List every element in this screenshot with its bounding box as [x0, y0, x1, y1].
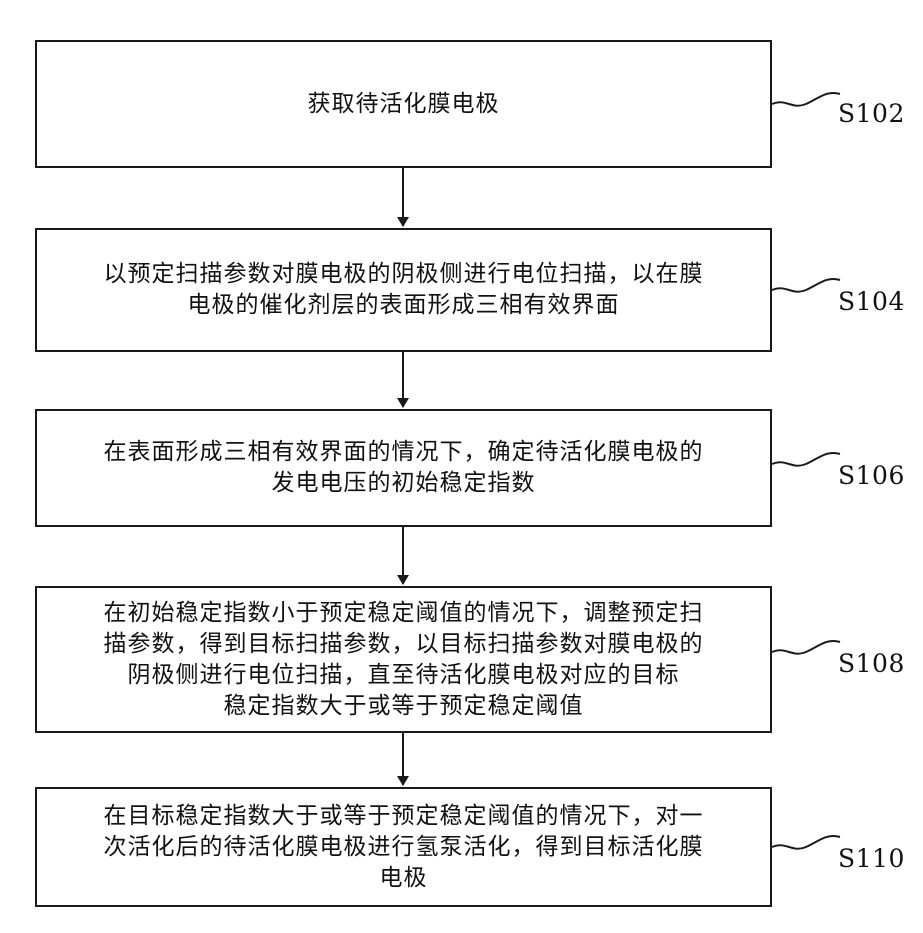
leader-s110 — [772, 836, 840, 849]
leader-s108 — [772, 641, 840, 654]
leader-s102 — [772, 93, 840, 106]
leader-s104 — [772, 279, 840, 292]
leader-s106 — [772, 453, 840, 466]
